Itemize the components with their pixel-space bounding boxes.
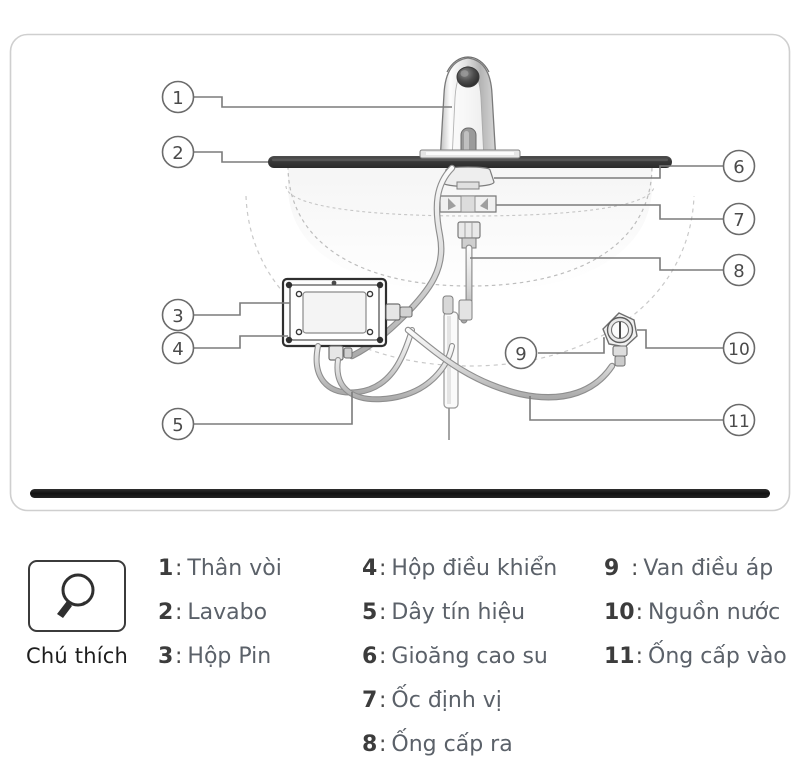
- callout-bubbles: 1 2 3 4 5 6 7: [161, 80, 756, 441]
- legend-item-label: Van điều áp: [643, 556, 774, 581]
- legend-item: 4 : Hộp điều khiển: [362, 556, 602, 600]
- control-box: [281, 277, 413, 361]
- hose-bundle: [313, 327, 455, 403]
- legend-item-number: 4: [362, 556, 378, 581]
- svg-text:6: 6: [733, 157, 744, 178]
- legend-item-number: 2: [158, 600, 174, 625]
- callout-9[interactable]: 9: [504, 336, 538, 370]
- counter-bar: [268, 149, 672, 168]
- legend-item-label: Ống cấp vào: [648, 644, 787, 669]
- svg-text:8: 8: [733, 261, 744, 282]
- legend-separator: :: [379, 644, 387, 669]
- callout-3[interactable]: 3: [161, 298, 195, 332]
- svg-text:10: 10: [728, 340, 750, 360]
- legend-item-label: Dây tín hiệu: [391, 600, 526, 625]
- legend-item-number: 1: [158, 556, 174, 581]
- legend-separator: :: [635, 600, 644, 625]
- legend-key-box: [28, 560, 126, 632]
- legend-item: 6 : Gioăng cao su: [362, 644, 602, 688]
- callout-11[interactable]: 11: [722, 403, 756, 437]
- callout-leaders-right: [470, 165, 723, 421]
- legend-item-label: Thân vòi: [187, 556, 282, 581]
- callout-6[interactable]: 6: [722, 149, 756, 183]
- legend-separator: :: [175, 644, 183, 669]
- svg-text:9: 9: [515, 344, 526, 365]
- legend-item: 1 : Thân vòi: [158, 556, 358, 600]
- magnifier-icon: [57, 573, 95, 618]
- legend-item: 10 : Nguồn nước: [604, 600, 800, 644]
- legend-item-number: 6: [362, 644, 378, 669]
- installation-diagram-svg: 1 2 3 4 5 6 7: [9, 33, 791, 512]
- legend-column-3: 9 : Van điều áp 10 : Nguồn nước 11 : Ống…: [604, 556, 800, 688]
- callout-7[interactable]: 7: [722, 202, 756, 236]
- legend-separator: :: [379, 556, 387, 581]
- callout-2[interactable]: 2: [161, 135, 195, 169]
- legend-separator: :: [379, 600, 387, 625]
- callout-10[interactable]: 10: [722, 331, 756, 365]
- faucet-body: [439, 56, 497, 165]
- legend-column-2: 4 : Hộp điều khiển 5 : Dây tín hiệu 6 : …: [362, 556, 602, 776]
- legend-column-1: 1 : Thân vòi 2 : Lavabo 3 : Hộp Pin: [158, 556, 358, 688]
- callout-5[interactable]: 5: [161, 407, 195, 441]
- legend-item-number: 9: [604, 556, 620, 581]
- svg-text:5: 5: [172, 415, 183, 436]
- floor-bar: [30, 489, 770, 498]
- diagram-stage: 1 2 3 4 5 6 7: [9, 33, 791, 512]
- svg-text:4: 4: [172, 339, 183, 360]
- legend-separator: :: [379, 732, 387, 757]
- callout-1[interactable]: 1: [161, 80, 195, 114]
- legend-item-label: Nguồn nước: [648, 600, 781, 625]
- legend-item-label: Hộp Pin: [187, 644, 272, 669]
- legend-item-number: 5: [362, 600, 378, 625]
- legend-separator: :: [635, 644, 644, 669]
- svg-text:1: 1: [172, 88, 183, 109]
- svg-text:3: 3: [172, 306, 183, 327]
- legend-item: 2 : Lavabo: [158, 600, 358, 644]
- legend-item-label: Gioăng cao su: [391, 644, 548, 669]
- legend-item-label: Hộp điều khiển: [391, 556, 558, 581]
- legend-item-number: 7: [362, 688, 378, 713]
- pressure-valve: [602, 312, 638, 367]
- legend-item: 7 : Ốc định vị: [362, 688, 602, 732]
- legend-item: 3 : Hộp Pin: [158, 644, 358, 688]
- legend-separator: :: [175, 600, 183, 625]
- legend-item-number: 3: [158, 644, 174, 669]
- legend-separator: :: [631, 556, 639, 581]
- svg-text:11: 11: [728, 412, 750, 432]
- legend-item-label: Lavabo: [187, 600, 268, 625]
- legend-item: 8 : Ống cấp ra: [362, 732, 602, 776]
- mounting-hardware: [439, 166, 497, 249]
- legend-item-number: 10: [604, 600, 635, 625]
- legend-item-number: 11: [604, 644, 635, 669]
- callout-leaders-left: [194, 96, 452, 425]
- callout-4[interactable]: 4: [161, 331, 195, 365]
- legend-separator: :: [175, 556, 183, 581]
- legend-item: 11 : Ống cấp vào: [604, 644, 800, 688]
- legend-item-number: 8: [362, 732, 378, 757]
- callout-8[interactable]: 8: [722, 253, 756, 287]
- legend-item: 5 : Dây tín hiệu: [362, 600, 602, 644]
- legend-item: 9 : Van điều áp: [604, 556, 800, 600]
- legend: Chú thích 1 : Thân vòi 2 : Lavabo 3 : Hộ…: [0, 548, 800, 757]
- legend-separator: :: [379, 688, 387, 713]
- svg-text:2: 2: [172, 143, 183, 164]
- legend-item-label: Ống cấp ra: [391, 732, 513, 757]
- inlet-hose: [404, 326, 616, 401]
- legend-item-label: Ốc định vị: [391, 688, 502, 713]
- legend-key-label: Chú thích: [26, 644, 128, 668]
- diagram-frame: [9, 33, 791, 512]
- svg-text:7: 7: [733, 210, 744, 231]
